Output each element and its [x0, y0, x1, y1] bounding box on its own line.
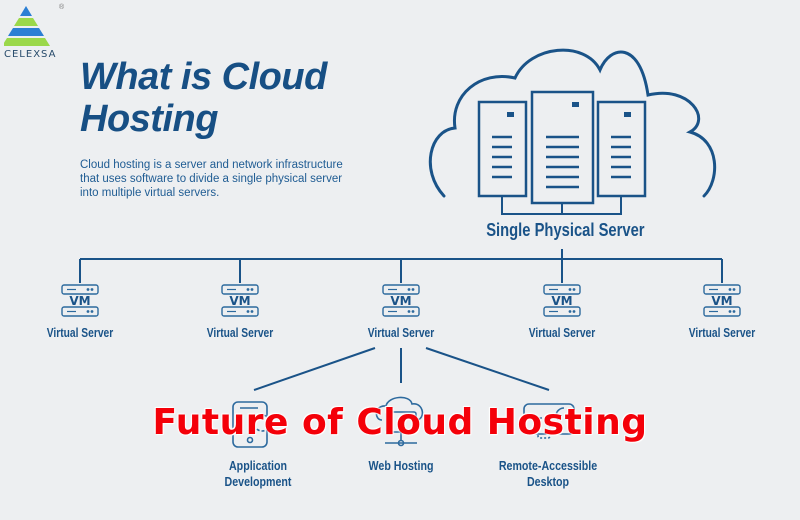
use-remote-desktop: Remote-Accessible Desktop: [491, 458, 606, 490]
brand-name: CELEXSA: [4, 49, 57, 60]
title-line-1: What is Cloud: [80, 56, 327, 98]
vm-server-icon: VM: [382, 284, 420, 317]
connector-lines: [79, 249, 723, 391]
vm-badge: VM: [711, 294, 732, 308]
vm-server-icon: VM: [221, 284, 259, 317]
vm-badge: VM: [390, 294, 411, 308]
remote-desktop-icon: [523, 403, 575, 439]
vm-badge: VM: [229, 294, 250, 308]
registered-mark: ®: [59, 4, 65, 11]
use-label-line-2: Desktop: [526, 474, 570, 489]
vm-badge: VM: [551, 294, 572, 308]
cloud-outline-icon: [428, 48, 717, 198]
vm-server-icon: VM: [543, 284, 581, 317]
description: Cloud hosting is a server and network in…: [80, 159, 343, 199]
virtual-server-label: Virtual Server: [528, 326, 596, 340]
virtual-server-label: Virtual Server: [367, 326, 435, 340]
vm-server-icon: VM: [703, 284, 741, 317]
virtual-server-label: Virtual Server: [206, 326, 274, 340]
title-line-2: Hosting: [80, 98, 218, 140]
brand-logo: ® CELEXSA: [2, 4, 66, 64]
overlay-heading: Future of Cloud Hosting: [152, 402, 648, 443]
use-application-development: Application Development: [201, 458, 316, 490]
use-label-line-2: Development: [224, 474, 292, 489]
vm-badge: VM: [69, 294, 90, 308]
cloud-monitor-icon: [375, 396, 424, 447]
vm-server-icon: VM: [61, 284, 99, 317]
use-label-line-1: Remote-Accessible: [498, 458, 598, 473]
tablet-gear-icon: [232, 401, 271, 448]
use-label-line-1: Web Hosting: [368, 458, 434, 473]
use-label-line-1: Application: [228, 458, 288, 473]
use-web-hosting: Web Hosting: [344, 458, 459, 474]
single-physical-server-label: Single Physical Server: [486, 220, 645, 240]
virtual-server-label: Virtual Server: [688, 326, 756, 340]
virtual-server-label: Virtual Server: [46, 326, 114, 340]
logo-pyramid-icon: [2, 6, 50, 46]
page-title: What is Cloud Hosting: [80, 56, 327, 140]
